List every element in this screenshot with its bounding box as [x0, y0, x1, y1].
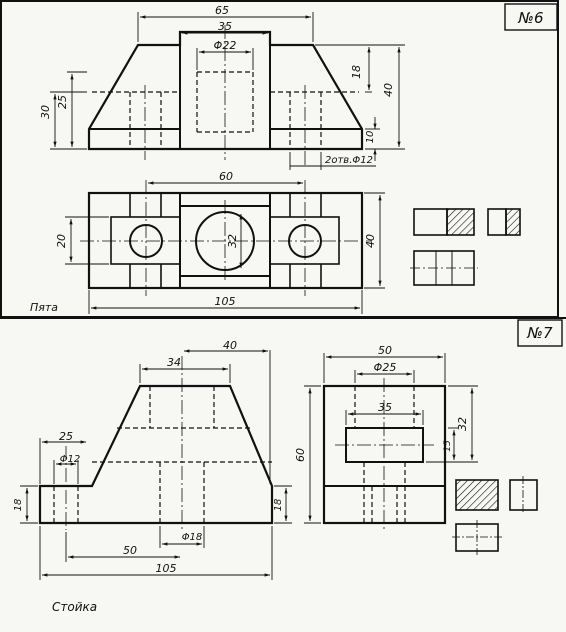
p7-dim-105: 105	[156, 562, 177, 575]
panel-7-front-dimensions	[20, 349, 292, 580]
panel-7-number: №7	[526, 324, 553, 342]
p6-dim-35: 35	[218, 20, 232, 33]
panel-6-front-view	[87, 25, 364, 165]
p7-dim-18-right: 18	[273, 499, 284, 512]
panel-6-plan-view	[80, 180, 372, 296]
p7-dim-32: 32	[456, 417, 469, 431]
panel-6-plan-dimensions	[65, 181, 385, 314]
p6-dim-40: 40	[382, 83, 395, 97]
panel-6: №6 Пята	[0, 0, 559, 318]
panel-6-number: №6	[517, 9, 543, 27]
p7-dim-50-side: 50	[378, 344, 392, 357]
p7-dim-phi18: Φ18	[182, 532, 203, 543]
panel-7: №7 Стойка	[0, 317, 566, 614]
panel-7-number-box	[517, 319, 563, 347]
p6-dim-18: 18	[350, 65, 363, 79]
p6-tile-2b	[505, 208, 521, 236]
p7-dim-18-left: 18	[13, 499, 24, 512]
p7-dim-25: 25	[59, 430, 73, 443]
p7-dim-35: 35	[378, 401, 392, 414]
p6-tile-1a	[413, 208, 448, 236]
p6-dim-20: 20	[55, 234, 68, 248]
panel-6-number-box	[504, 3, 558, 31]
p6-dim-32: 32	[226, 234, 239, 248]
p6-tile-2a	[487, 208, 507, 236]
p6-dim-30: 30	[39, 105, 52, 119]
panel-7-answer-tiles	[452, 476, 538, 555]
p7-dim-50: 50	[123, 544, 137, 557]
p7-dim-40: 40	[223, 339, 237, 352]
p6-tile-1b	[446, 208, 475, 236]
p7-tile-2	[509, 479, 538, 511]
panel-7-front-view	[38, 356, 274, 530]
panel-7-side-view	[322, 378, 447, 530]
panel-6-answer-tiles	[410, 208, 521, 286]
p6-dim-105: 105	[215, 295, 236, 308]
p7-dim-phi25: Φ25	[374, 361, 397, 374]
panel-7-side-dimensions	[304, 353, 478, 524]
p7-dim-60: 60	[294, 448, 307, 462]
panel-6-front-dimensions	[50, 12, 405, 170]
p6-dim-phi22: Φ22	[214, 39, 237, 52]
p6-dim-65: 65	[215, 4, 229, 17]
panel-7-title: Стойка	[52, 600, 97, 614]
p7-dim-15: 15	[443, 440, 453, 452]
p6-dim-40-plan: 40	[364, 234, 377, 248]
p7-dim-phi12: Φ12	[60, 454, 81, 465]
p6-dim-60: 60	[219, 170, 233, 183]
p6-holes-note: 2отв.Φ12	[325, 155, 373, 166]
p6-dim-10: 10	[365, 131, 376, 144]
panel-6-title: Пята	[30, 301, 58, 314]
p7-dim-34: 34	[167, 356, 181, 369]
p7-tile-1	[455, 479, 499, 511]
p6-dim-25: 25	[56, 95, 69, 109]
